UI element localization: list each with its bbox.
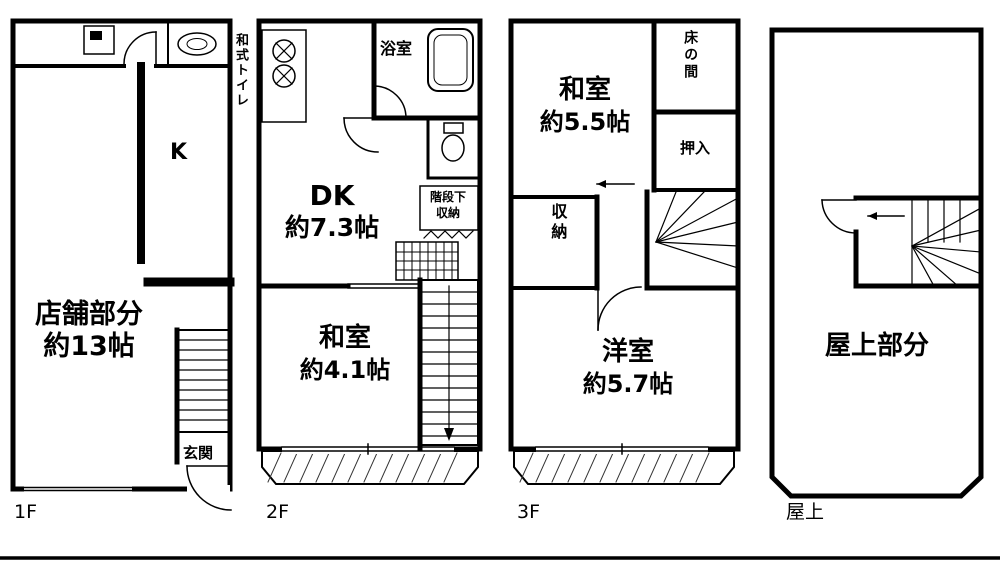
label-1f-store-name: 店舗部分	[35, 299, 143, 330]
stairs-icon-roof	[911, 197, 982, 287]
label-1f-toilet: 和式トイレ	[232, 33, 248, 108]
inner-walls-1f	[11, 20, 235, 465]
window-3f-bottom	[535, 443, 709, 455]
stairs-landing-grid-2f	[395, 241, 459, 281]
floorplan-2f	[256, 18, 483, 485]
label-2f-washitsu-name: 和室	[318, 323, 371, 353]
direction-arrow-icon-2f	[444, 285, 454, 441]
label-2f-bath: 浴室	[380, 39, 413, 58]
floorplan-roof	[769, 27, 984, 499]
label-3f-yoshitsu-name: 洋室	[601, 337, 654, 367]
label-3f-yoshitsu-size: 約5.7帖	[582, 370, 674, 398]
stairs-icon-2f	[417, 277, 479, 452]
sink-icon	[83, 25, 115, 55]
direction-arrow-icon-roof	[867, 212, 905, 220]
roof-door-swing-icon	[821, 199, 857, 234]
label-1f-store-size: 約13帖	[43, 331, 135, 362]
hall-door-swing-icon	[343, 117, 379, 153]
label-3f-washitsu-size: 約5.5帖	[539, 108, 631, 136]
label-roof-area: 屋上部分	[824, 331, 929, 361]
understair-storage-2f	[419, 185, 479, 239]
label-2f-floor: 2F	[266, 501, 290, 523]
label-1f-entrance: 玄関	[183, 444, 214, 462]
toilet-icon	[441, 122, 465, 162]
label-3f-storage: 収納	[548, 203, 568, 243]
outer-walls-roof	[769, 27, 984, 499]
floorplan-1f	[10, 18, 235, 511]
stairs-icon-1f	[176, 329, 231, 433]
yoshitsu-door-swing-icon	[597, 286, 642, 331]
label-2f-dk-name: DK	[309, 179, 355, 212]
label-2f-dk-size: 約7.3帖	[284, 213, 380, 242]
label-3f-oshiire: 押入	[680, 139, 711, 157]
bathtub-icon	[427, 28, 474, 92]
label-1f-floor: 1F	[14, 501, 38, 523]
floorplan-3f	[508, 18, 741, 485]
stairs-icon-3f	[644, 189, 741, 291]
toilet-room-2f	[426, 116, 482, 180]
label-3f-floor: 3F	[517, 501, 541, 523]
window-1f-bottom	[23, 485, 133, 493]
storage-walls-3f	[509, 194, 600, 291]
label-3f-tokonoma: 床の間	[682, 30, 699, 81]
label-3f-washitsu-name: 和室	[558, 75, 611, 105]
balcony-2f	[261, 450, 479, 485]
label-2f-understair-line1: 階段下	[429, 190, 466, 204]
entrance-door-swing-icon	[186, 465, 232, 511]
door-swing-icon	[123, 31, 157, 65]
dk-washitsu-wall-2f	[256, 283, 421, 289]
balcony-3f	[513, 450, 735, 485]
label-2f-washitsu-size: 約4.1帖	[299, 356, 391, 384]
direction-arrow-icon-3f	[596, 180, 635, 188]
label-2f-understair: 階段下 収納	[419, 190, 477, 221]
label-2f-understair-line2: 収納	[435, 205, 460, 220]
window-2f-bottom	[281, 443, 455, 455]
bath-door-swing-icon	[373, 85, 407, 119]
outer-walls-1f	[10, 18, 233, 492]
squat-toilet-icon	[177, 32, 217, 56]
stove-burner-icon	[261, 29, 307, 123]
label-1f-kitchen: K	[170, 140, 188, 165]
tokonoma-oshiire-walls-3f	[651, 18, 741, 193]
label-roof-floor: 屋上	[786, 501, 825, 523]
